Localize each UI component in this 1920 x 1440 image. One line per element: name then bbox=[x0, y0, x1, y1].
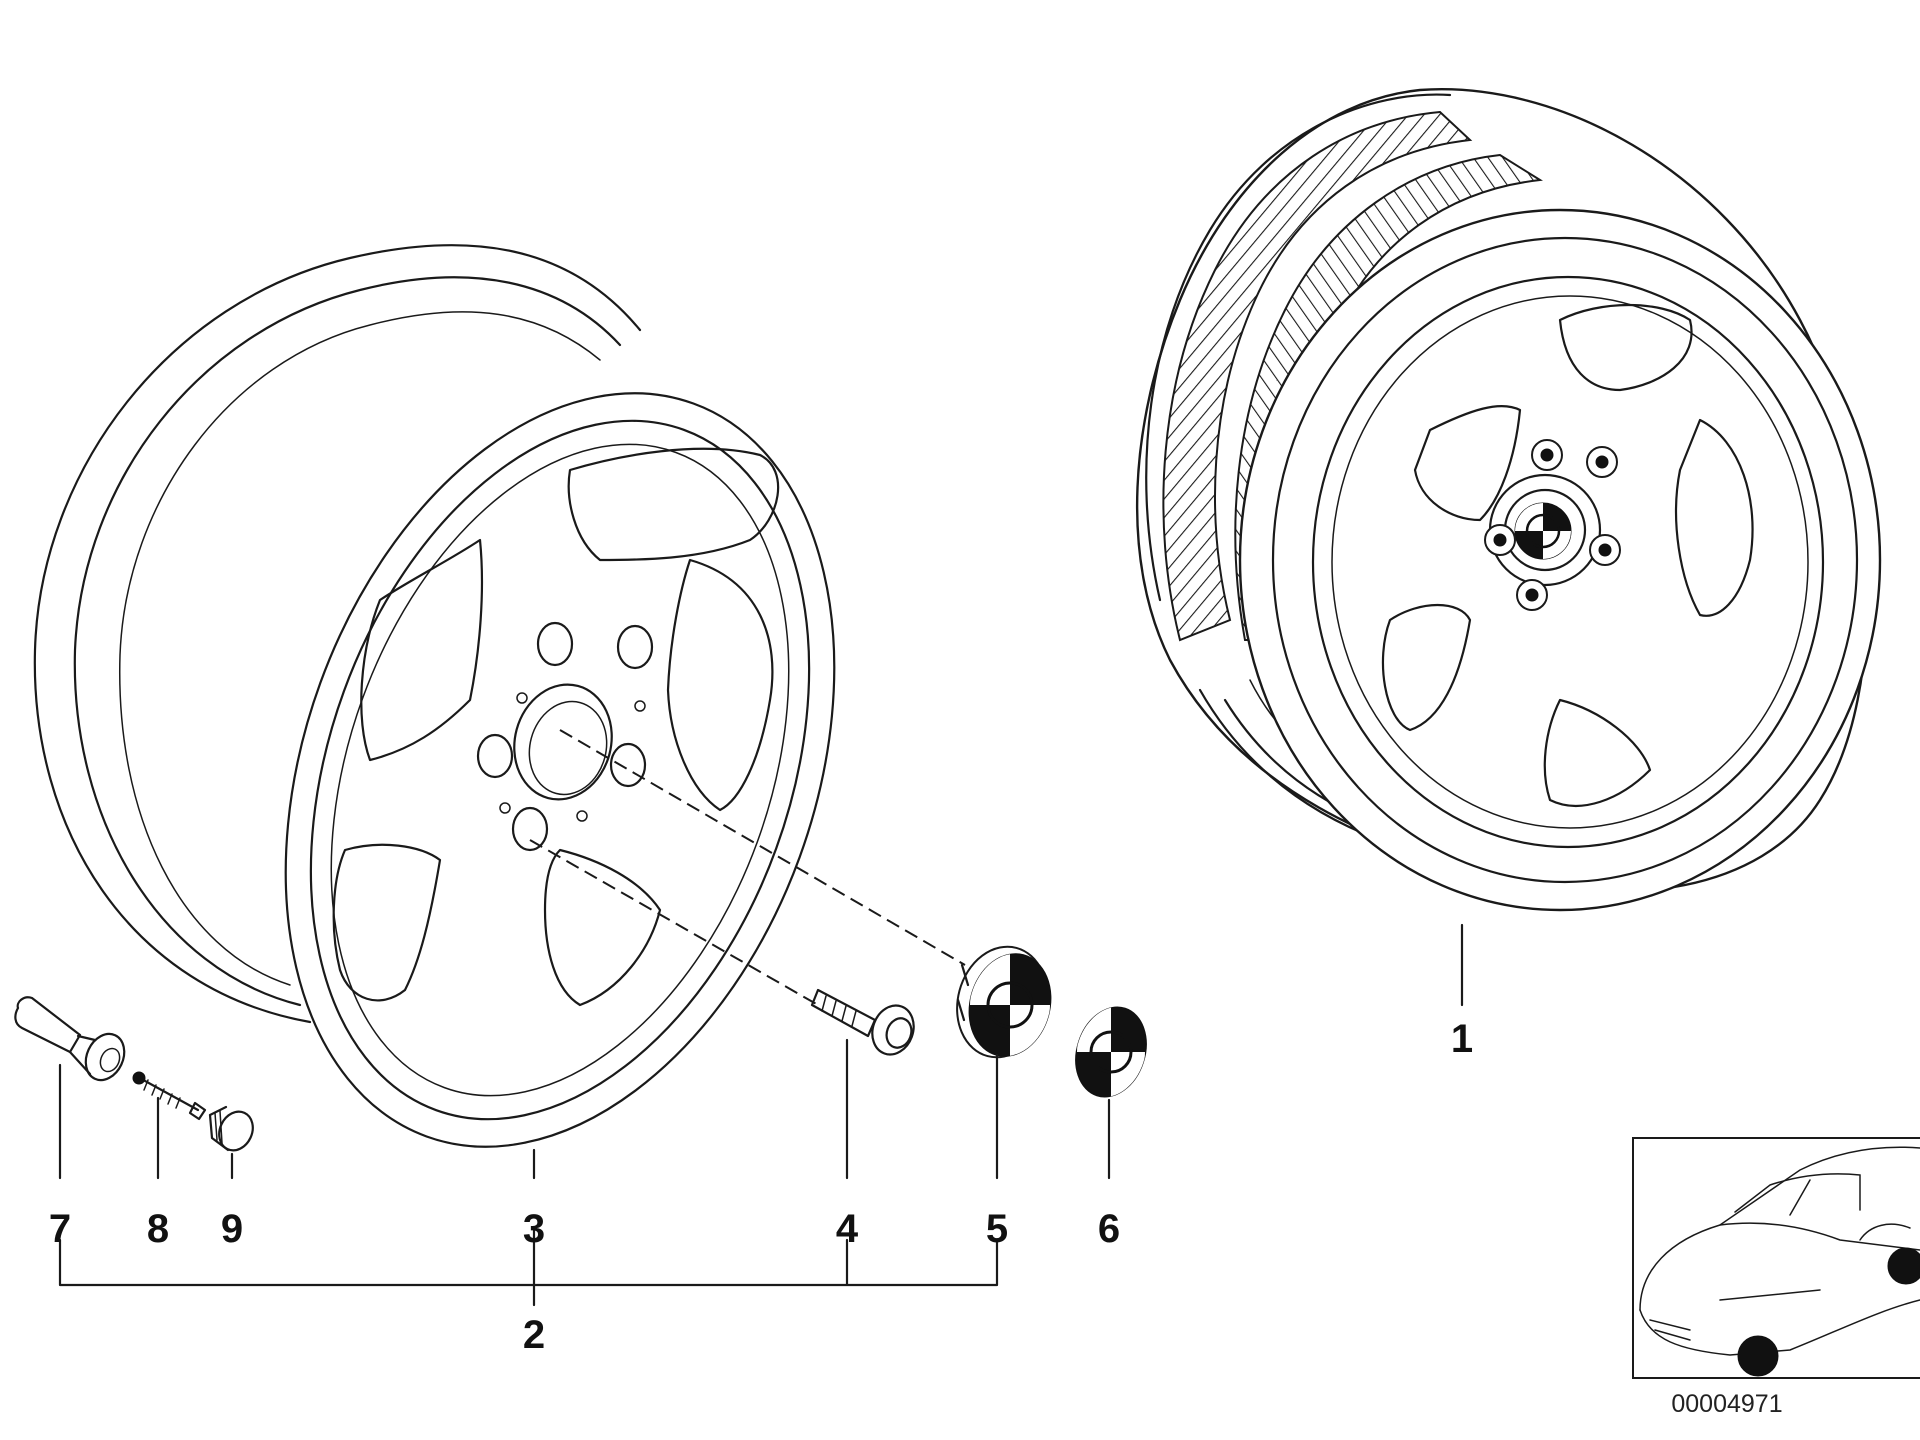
rim-bolt-hole bbox=[616, 624, 654, 670]
rim-bolt-hole bbox=[536, 621, 574, 667]
valve-core-item-8 bbox=[132, 1071, 207, 1121]
lug-bolts bbox=[1484, 439, 1621, 611]
bracket-item-2 bbox=[58, 1228, 999, 1307]
wheel-bolt-item-4 bbox=[810, 988, 915, 1056]
valve-cap-item-9 bbox=[208, 1105, 254, 1152]
rim-center-bore bbox=[513, 683, 613, 801]
callout-1: 1 bbox=[1451, 1017, 1473, 1061]
rim-bolt-hole bbox=[476, 733, 514, 779]
assembly-line-cap bbox=[559, 729, 966, 966]
rim-bolt-hole bbox=[511, 806, 549, 852]
rim-item-3 bbox=[33, 244, 836, 1148]
complete-wheel-item-1 bbox=[1135, 88, 1882, 912]
callout-8: 8 bbox=[147, 1207, 169, 1251]
leader-lines bbox=[58, 923, 1464, 1307]
callout-9: 9 bbox=[221, 1207, 243, 1251]
car-locator-thumbnail bbox=[1632, 1137, 1920, 1379]
rim-bolt-hole bbox=[609, 742, 647, 788]
rim-back-inner bbox=[73, 276, 622, 1007]
callout-4: 4 bbox=[836, 1207, 859, 1251]
callout-5: 5 bbox=[986, 1207, 1008, 1251]
document-id: 00004971 bbox=[1671, 1390, 1782, 1418]
rim-spokes bbox=[332, 447, 780, 1007]
rim-front-inner bbox=[309, 419, 811, 1121]
rim-front-outer bbox=[284, 392, 836, 1148]
callout-6: 6 bbox=[1098, 1207, 1120, 1251]
emblem-item-6 bbox=[1075, 1006, 1147, 1098]
callout-numbers: 1 7 8 9 3 4 5 6 2 bbox=[49, 1017, 1473, 1357]
assembly-line-bolt bbox=[529, 839, 819, 1006]
hub-cap-item-5 bbox=[956, 945, 1052, 1059]
callout-2: 2 bbox=[523, 1313, 545, 1357]
callout-7: 7 bbox=[49, 1207, 71, 1251]
locator-wheel-marker bbox=[1887, 1247, 1920, 1285]
callout-3: 3 bbox=[523, 1207, 545, 1251]
locator-wheel-marker bbox=[1737, 1335, 1779, 1377]
rim-back-flange bbox=[33, 244, 642, 1024]
valve-stem-item-7 bbox=[14, 996, 126, 1082]
